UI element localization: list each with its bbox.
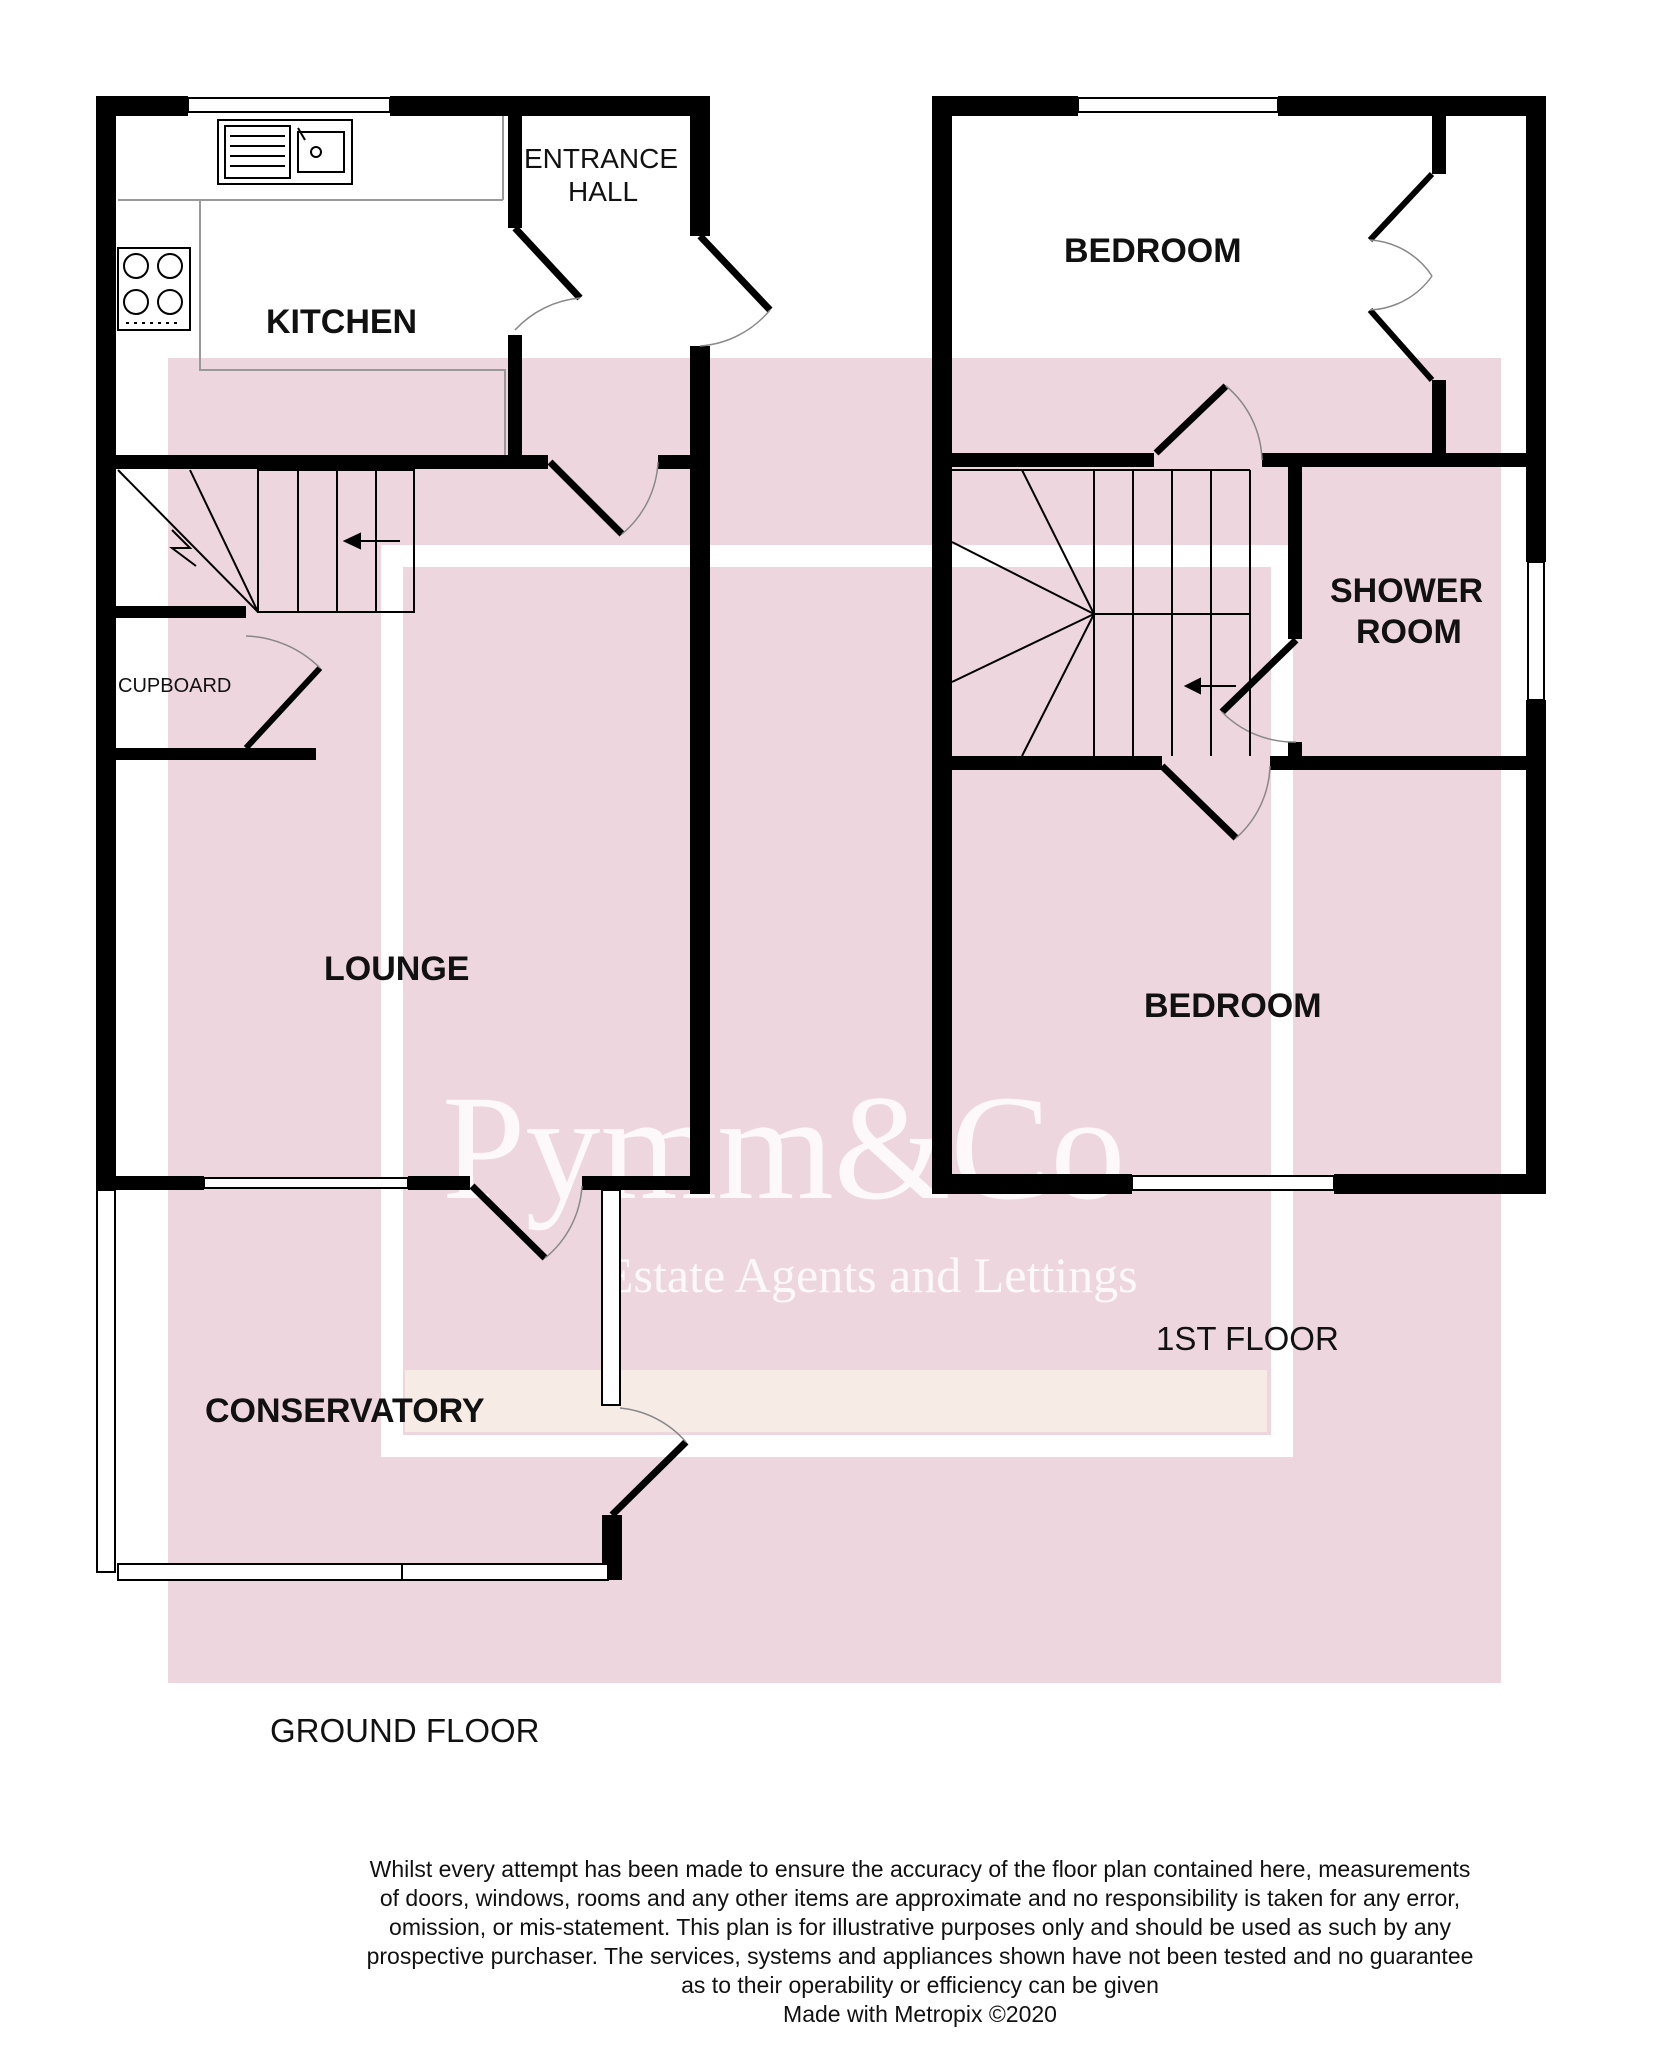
room-shower-line1: SHOWER: [1330, 572, 1483, 610]
ff-door-bedroom-bottom: [1159, 763, 1271, 841]
first-floor-labels: BEDROOM SHOWER ROOM BEDROOM 1ST FLOOR: [1064, 232, 1483, 1357]
door-conservatory-inner: [469, 1183, 583, 1261]
lounge-window: [203, 1177, 409, 1189]
wall-kitchen-hall-upper: [508, 96, 522, 228]
ff-wall-top-left: [932, 96, 1078, 116]
conservatory-window-bottom: [117, 1563, 609, 1581]
door-kitchen: [512, 225, 583, 331]
ff-bedroom-window-bottom: [1131, 1175, 1335, 1191]
stairs-ground-icon: [117, 469, 415, 613]
watermark-tagline: Estate Agents and Lettings: [603, 1247, 1138, 1303]
disclaimer-line: omission, or mis-statement. This plan is…: [389, 1914, 1451, 1940]
door-conservatory-outer: [609, 1407, 689, 1518]
ff-shower-window: [1527, 561, 1545, 701]
ff-shower-wall-left-stub: [1288, 742, 1302, 756]
ff-shower-wall-left: [1288, 467, 1302, 639]
door-lounge: [547, 459, 659, 537]
room-cupboard: CUPBOARD: [118, 675, 231, 697]
wall-right-upper: [690, 96, 710, 236]
sink-icon: [217, 119, 353, 185]
wardrobe-icon: [1367, 171, 1435, 382]
kitchen-window: [187, 97, 391, 113]
ff-wall-right-lower: [1526, 700, 1546, 1194]
wall-cupboard-bottom: [116, 748, 316, 760]
ff-wall-right-upper: [1526, 96, 1546, 562]
disclaimer-line: as to their operability or efficiency ca…: [681, 1972, 1159, 1998]
room-lounge: LOUNGE: [324, 950, 469, 988]
door-front: [697, 233, 773, 347]
wall-lounge-bottom-right: [582, 1176, 710, 1190]
disclaimer-line: prospective purchaser. The services, sys…: [366, 1943, 1474, 1969]
ff-door-shower: [1219, 637, 1299, 743]
room-kitchen: KITCHEN: [266, 303, 417, 341]
metropix-credit: Made with Metropix ©2020: [783, 2001, 1057, 2027]
ground-floor-windows: [96, 97, 621, 1581]
watermark: Pymm&Co Estate Agents and Lettings: [168, 358, 1501, 1683]
wall-left: [96, 96, 116, 1186]
wall-top-left: [96, 96, 188, 116]
wall-lounge-bottom-left: [96, 1176, 204, 1190]
ff-wardrobe-wall-top: [1432, 116, 1446, 174]
ff-door-bedroom-top: [1153, 383, 1263, 461]
disclaimer-line: Whilst every attempt has been made to en…: [369, 1856, 1471, 1882]
hob-icon: [117, 247, 191, 331]
wall-cupboard-top: [116, 606, 246, 618]
wall-hall-bottom: [658, 455, 692, 469]
disclaimer: Whilst every attempt has been made to en…: [270, 1855, 1570, 2029]
ff-wall-lower-left: [952, 756, 1162, 770]
ff-bedroom-window-top: [1077, 97, 1279, 113]
ground-floor-labels: KITCHEN ENTRANCE HALL CUPBOARD LOUNGE CO…: [118, 143, 678, 1749]
ff-wardrobe-wall-bottom: [1432, 380, 1446, 460]
wall-lounge-bottom-mid: [408, 1176, 470, 1190]
wall-kitchen-bottom: [116, 455, 548, 469]
room-entrance-hall-line1: ENTRANCE: [524, 143, 678, 174]
ground-floor-fixtures: [117, 116, 773, 1518]
room-shower-line2: ROOM: [1356, 613, 1462, 651]
wall-right-lower: [690, 346, 710, 1194]
room-entrance-hall-line2: HALL: [568, 176, 638, 207]
conservatory-window-left: [96, 1189, 116, 1573]
ff-wall-lower-right: [1270, 756, 1526, 770]
wall-kitchen-hall-lower: [508, 335, 522, 465]
wall-top-right: [390, 96, 710, 116]
ff-wall-left: [932, 96, 952, 1194]
watermark-light-band: [405, 1370, 1267, 1432]
kitchen-worktop: [118, 199, 506, 455]
ff-wall-mid-left: [952, 453, 1154, 467]
stairs-first-floor-icon: [951, 469, 1251, 757]
first-floor-fixtures: [951, 171, 1435, 841]
ff-wall-mid-right: [1262, 453, 1526, 467]
ff-wall-bottom-left: [932, 1174, 1132, 1194]
conservatory-window-right: [601, 1189, 621, 1406]
watermark-frame: [381, 545, 1293, 1457]
ground-floor-label: GROUND FLOOR: [270, 1712, 540, 1749]
room-bedroom-top: BEDROOM: [1064, 232, 1242, 270]
watermark-brand: Pymm&Co: [442, 1065, 1126, 1231]
ff-wall-top-right: [1278, 96, 1546, 116]
first-floor: [932, 96, 1546, 1194]
room-conservatory: CONSERVATORY: [205, 1392, 485, 1430]
disclaimer-line: of doors, windows, rooms and any other i…: [379, 1885, 1461, 1911]
room-bedroom-bottom: BEDROOM: [1144, 987, 1322, 1025]
door-cupboard: [243, 635, 323, 751]
ff-wall-bottom-right: [1334, 1174, 1546, 1194]
first-floor-windows: [1077, 97, 1545, 1191]
first-floor-label: 1ST FLOOR: [1156, 1320, 1339, 1357]
